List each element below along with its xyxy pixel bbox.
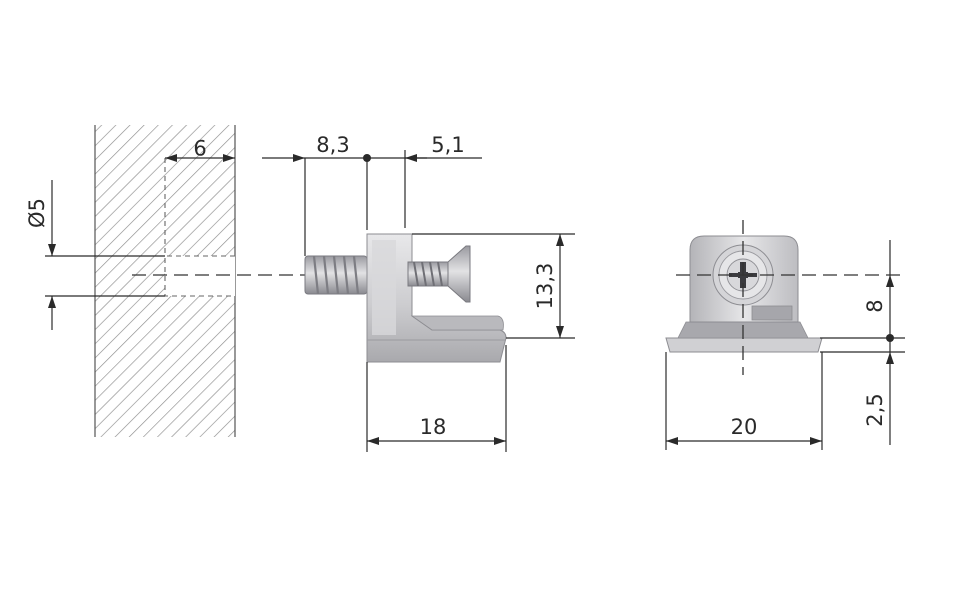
wall-section [94,125,236,437]
label-center-height: 8 [863,299,887,312]
drill-hole [165,256,235,296]
label-body-depth: 18 [420,415,447,439]
label-screw-offset: 5,1 [431,133,464,157]
dimension-body-depth: 18 [366,345,507,452]
dimension-base-height: 2,5 [820,338,905,445]
dimension-body-height: 13,3 [412,233,575,339]
base-plate [665,337,823,353]
connector-side-view [304,233,507,363]
dimension-center-height: 8 [820,240,905,342]
connector-front-view [665,235,823,353]
label-base-height: 2,5 [863,393,887,426]
label-body-width: 20 [731,415,758,439]
dimension-body-width: 20 [665,352,823,450]
dimension-hole-depth: 9 [165,135,235,162]
label-hole-depth: 9 [193,135,206,159]
dimension-pin-length: 8,3 [262,133,367,162]
dimension-screw-offset: 5,1 [367,133,482,162]
label-body-height: 13,3 [533,263,557,310]
wood-screw-head [447,245,471,303]
label-hole-diameter: Ø5 [25,198,49,228]
dimension-hole-diameter: Ø5 [25,180,165,330]
label-pin-length: 8,3 [316,133,349,157]
